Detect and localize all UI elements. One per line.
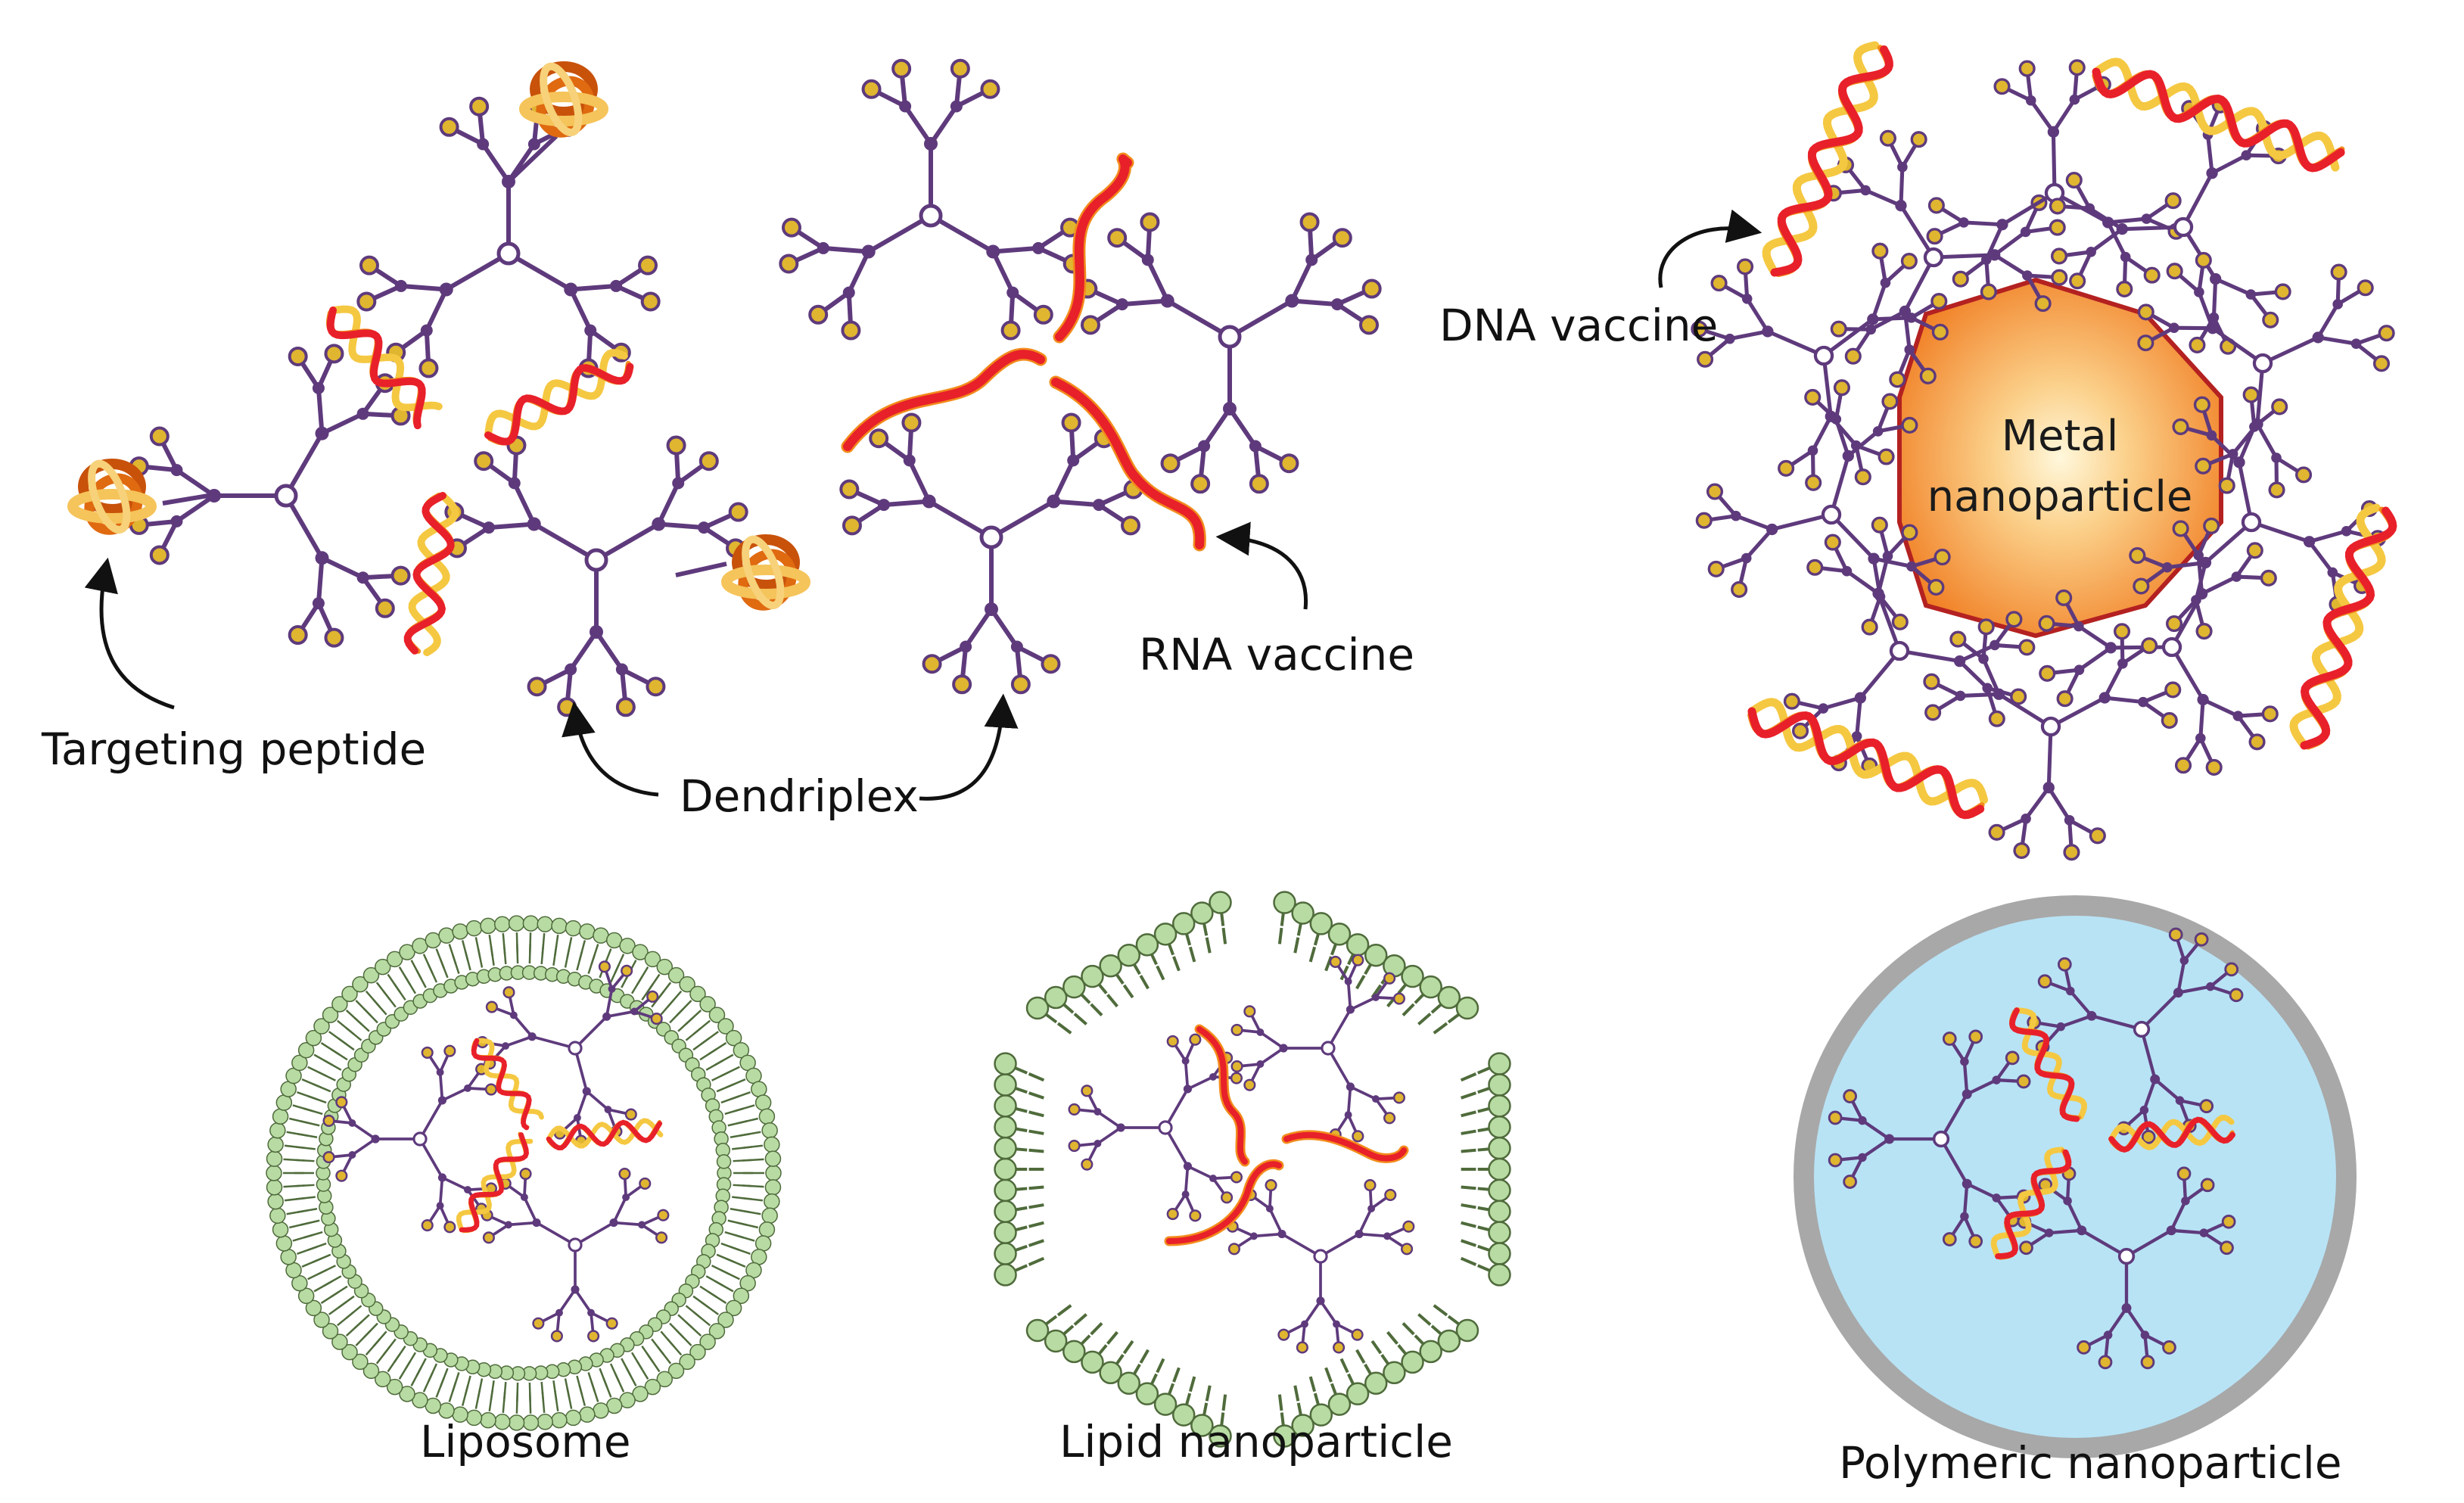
dendrimer [1226, 1178, 1415, 1354]
dendrimer [2027, 927, 2244, 1144]
dendrimer [1695, 379, 1951, 636]
lipid-bilayers [266, 891, 1511, 1448]
peptide-linkers [162, 134, 727, 577]
dendrimer [1230, 954, 1406, 1143]
label-liposome: Liposome [420, 1416, 631, 1467]
dna-strand [456, 1131, 534, 1234]
dna-strand [1990, 1147, 2072, 1260]
dendrimers [129, 58, 2395, 1370]
lipid-nanoparticle-bilayer [994, 891, 1511, 1448]
label-dna-vaccine: DNA vaccine [1439, 300, 1718, 351]
nucleic-acids [325, 41, 2397, 1260]
dna-strand [2108, 1114, 2235, 1153]
label-metal-line2: nanoparticle [1927, 472, 2193, 521]
dna-strand [2289, 503, 2397, 750]
dendrimer [444, 435, 748, 717]
label-targeting-peptide: Targeting peptide [41, 723, 426, 775]
dendrimer [129, 344, 411, 648]
rna-strand [841, 347, 1047, 453]
label-lipid-nanoparticle: Lipid nanoparticle [1059, 1416, 1453, 1467]
dendrimer [2038, 517, 2279, 776]
rna-strand [1049, 375, 1206, 552]
dna-strand [484, 349, 634, 446]
arrow-dendriplex-right [919, 693, 1019, 801]
label-dendriplex: Dendriplex [680, 770, 919, 822]
rna-strand [1164, 1159, 1284, 1246]
label-metal-line1: Metal [2002, 412, 2119, 461]
targeting-peptide [519, 61, 608, 138]
targeting-peptide [721, 534, 810, 611]
annotation-arrows [84, 209, 1762, 801]
liposome-bilayer [266, 915, 782, 1431]
dendrimer [1691, 242, 1949, 491]
arrow-dendriplex-left [562, 701, 659, 797]
dna-strand [2092, 58, 2345, 173]
dendrimer [779, 58, 1083, 341]
dendrimer [356, 96, 661, 378]
dendrimer [1828, 1029, 2031, 1249]
arrow-rna-vaccine [1215, 521, 1308, 610]
dendrimer [1068, 1033, 1243, 1222]
targeting-peptide [67, 459, 157, 535]
dendrimer [1923, 618, 2182, 861]
dna-strand [403, 492, 459, 657]
label-rna-vaccine: RNA vaccine [1139, 629, 1414, 680]
dna-strand [546, 1118, 664, 1151]
label-polymeric-nanoparticle: Polymeric nanoparticle [1839, 1437, 2342, 1489]
rna-strand [1053, 152, 1134, 344]
targeting-peptides [67, 61, 810, 611]
dna-strand [1762, 41, 1893, 278]
arrow-dna-vaccine [1658, 209, 1762, 288]
dna-strand [325, 305, 443, 430]
dendrimer [2137, 251, 2395, 499]
dendrimer [1078, 212, 1382, 494]
rna-strand [1281, 1130, 1409, 1163]
dna-strand [2008, 1007, 2087, 1122]
dendrimer [322, 1044, 498, 1234]
dendrimer [481, 1167, 670, 1343]
arrow-targeting-peptide [84, 557, 175, 710]
metal-nanoparticle-core [1897, 277, 2223, 639]
dna-strand [1747, 698, 1989, 820]
dendrimer [839, 412, 1143, 695]
dna-strand [471, 1038, 544, 1131]
rna-strand [1194, 1024, 1250, 1167]
